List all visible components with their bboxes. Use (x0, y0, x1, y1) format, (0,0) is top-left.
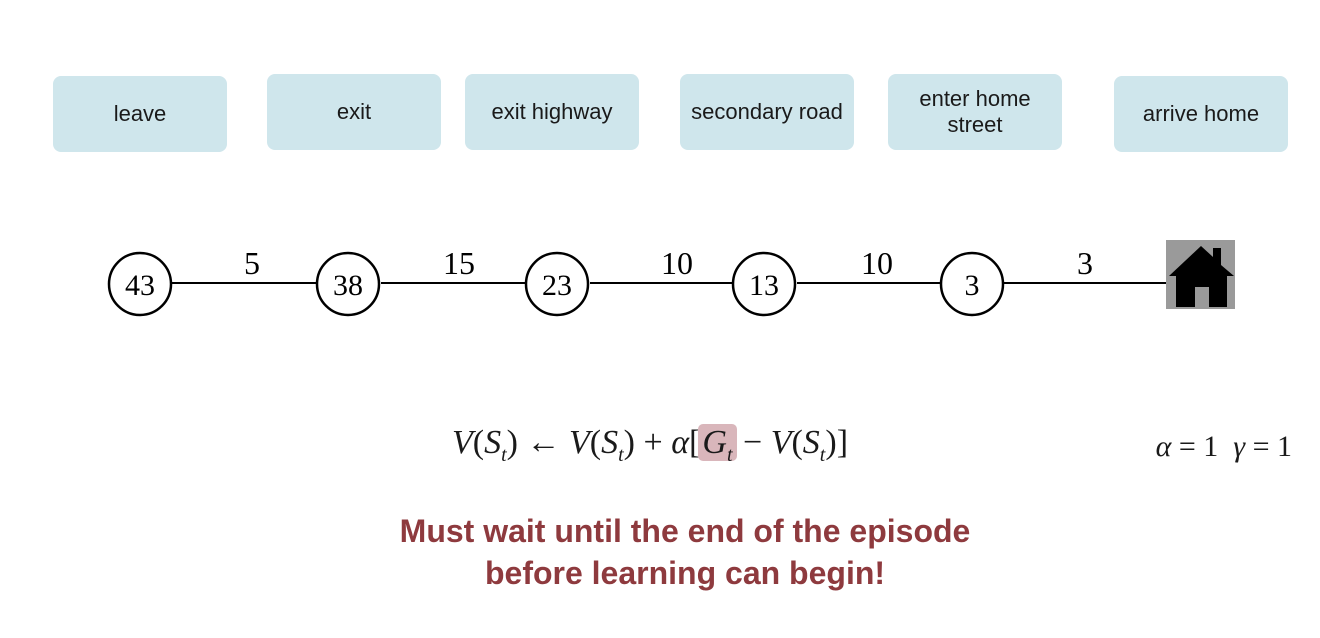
state-label: exit highway (491, 98, 613, 124)
state-label: leave (113, 100, 167, 126)
alpha-value: = 1 (1178, 430, 1219, 463)
reward-label: 10 (661, 245, 693, 281)
value-label: 3 (965, 269, 980, 302)
gamma-symbol: γ (1233, 430, 1246, 463)
state-label: exit (336, 98, 372, 124)
value-label: 43 (125, 269, 155, 302)
reward-label: 10 (861, 245, 893, 281)
warning-line: Must wait until the end of the episode (399, 513, 971, 549)
value-node (939, 251, 1005, 317)
value-node (731, 251, 797, 317)
value-label: 23 (542, 269, 572, 302)
reward-label: 5 (244, 245, 260, 281)
state-label: arrive home (1142, 100, 1260, 126)
state-box-leave: leave (53, 76, 227, 152)
return-highlight: Gt (698, 424, 737, 466)
state-label: enter home street (919, 85, 1031, 137)
value-node (315, 251, 381, 317)
value-label: 38 (333, 269, 363, 302)
alpha-symbol: α (1155, 430, 1172, 463)
value-node (107, 251, 173, 317)
warning-message: Must wait until the end of the episode b… (0, 510, 1320, 594)
parameters: α = 1 γ = 1 (1156, 430, 1292, 464)
state-box-exit: exit (267, 74, 441, 150)
gamma-value: = 1 (1252, 430, 1292, 463)
reward-label: 3 (1077, 245, 1093, 281)
update-formula: V(St) ← V(St) + α[Gt − V(St)] (452, 424, 849, 466)
state-box-exit-highway: exit highway (465, 74, 639, 150)
value-chain: 5 15 10 10 3 43 38 23 13 3 (107, 240, 1235, 317)
state-box-arrive-home: arrive home (1114, 76, 1288, 152)
value-node (524, 251, 590, 317)
value-label: 13 (749, 269, 779, 302)
state-box-enter-home-street: enter home street (888, 74, 1062, 150)
state-label: secondary road (691, 98, 843, 124)
reward-label: 15 (443, 245, 475, 281)
house-icon (1166, 240, 1235, 309)
warning-line: before learning can begin! (484, 555, 886, 592)
state-box-secondary-road: secondary road (680, 74, 854, 150)
